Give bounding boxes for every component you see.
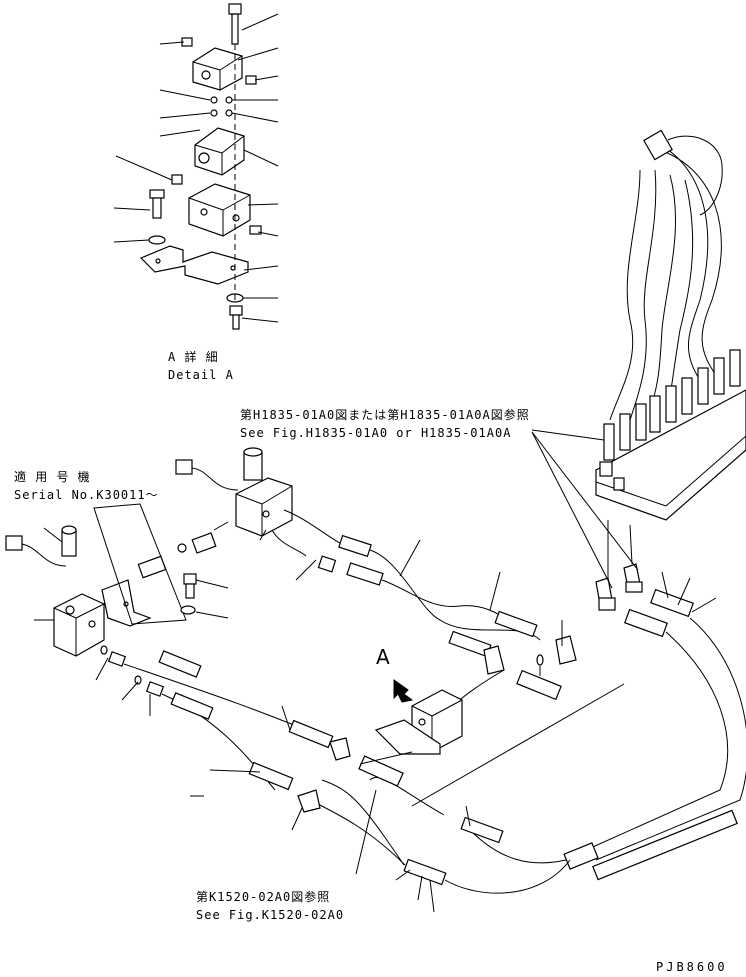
view-marker-a: A <box>376 645 391 669</box>
detail-a-title-jp: A 詳 細 <box>168 350 219 364</box>
valve-a-and-hoses <box>317 534 577 866</box>
solenoid-valve-upper <box>175 447 351 557</box>
control-valve-assembly <box>595 129 746 521</box>
ref-h1835-en: See Fig.H1835-01A0 or H1835-01A0A <box>240 426 512 440</box>
ref-k1520-jp: 第K1520-02A0図参照 <box>196 890 331 904</box>
detail-a-exploded-view <box>113 3 279 330</box>
solenoid-valve-lower <box>5 525 351 813</box>
hose-routing <box>309 617 746 894</box>
ref-k1520-en: See Fig.K1520-02A0 <box>196 908 345 922</box>
serial-number-en: Serial No.K30011～ <box>14 488 159 502</box>
drawing-code: PJB8600 <box>656 960 728 974</box>
serial-outline <box>93 503 229 625</box>
reference-leaders <box>34 429 639 913</box>
ref-h1835-jp: 第H1835-01A0図または第H1835-01A0A図参照 <box>240 408 530 422</box>
detail-a-title-en: Detail A <box>168 368 234 382</box>
elbow-fittings <box>595 520 717 638</box>
serial-title-jp: 適 用 号 機 <box>14 470 91 484</box>
